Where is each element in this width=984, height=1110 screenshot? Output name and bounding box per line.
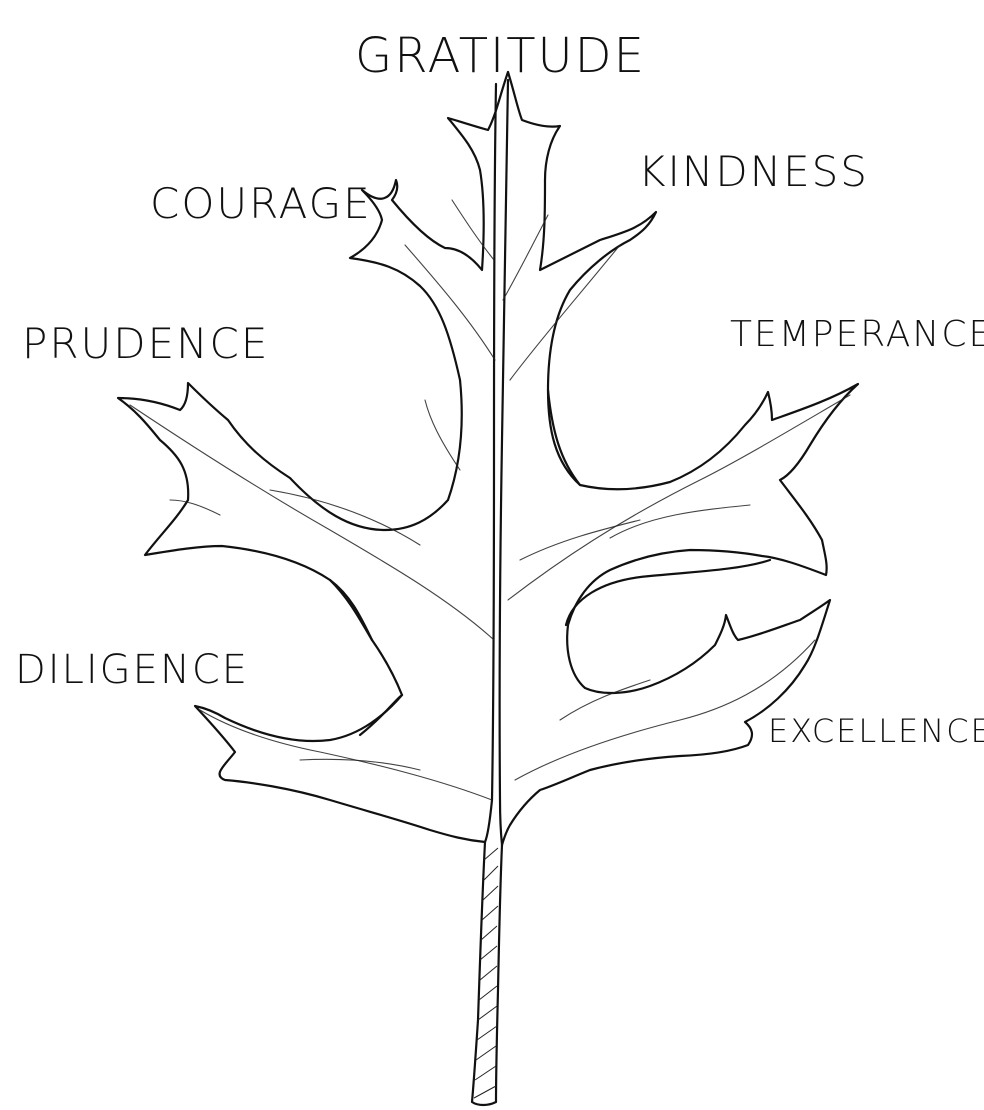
label-courage: COURAGE	[150, 179, 372, 228]
label-diligence: DILIGENCE	[15, 647, 249, 693]
label-temperance: TEMPERANCE	[730, 314, 984, 355]
label-gratitude: GRATITUDE	[355, 28, 646, 84]
label-excellence: EXCELLENCE	[768, 712, 984, 750]
stem-hatching	[474, 848, 498, 1098]
label-kindness: KINDNESS	[638, 147, 869, 196]
label-prudence: PRUDENCE	[22, 319, 269, 368]
